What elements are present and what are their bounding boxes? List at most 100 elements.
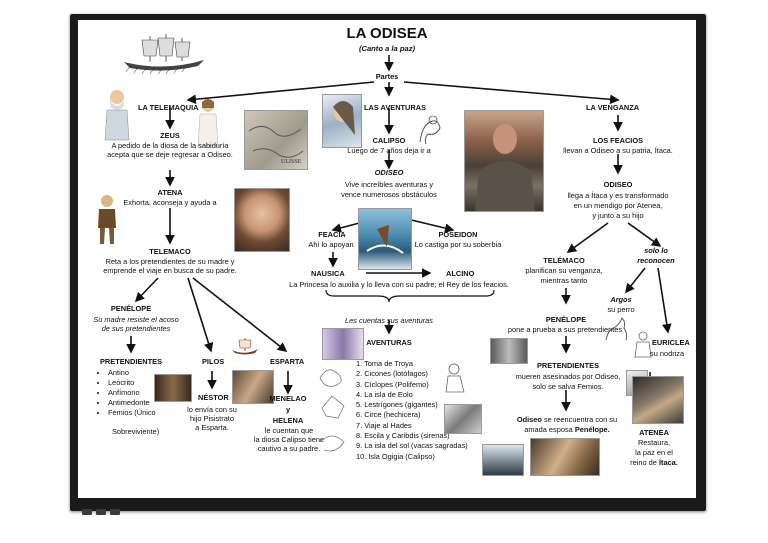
shipwreck-image (358, 208, 412, 270)
atenea-label: ATENEA (639, 428, 669, 437)
pretendientes-venganza-desc-1: mueren asesinados por Odiseo, (515, 372, 621, 381)
adventure-image-1 (322, 328, 364, 360)
telemaco-venganza-desc-1: planifican su venganza, (525, 266, 603, 275)
slide-nav-controls[interactable] (82, 502, 142, 515)
atena-portrait-image (234, 188, 290, 252)
atenea-image (632, 376, 684, 424)
su-perro-label: su perro (607, 305, 635, 314)
list-item: Antimedonte (108, 398, 156, 408)
atenea-desc-2: la paz en el (635, 448, 673, 457)
list-item: 2. Cicones (lotófagos) (356, 369, 428, 379)
atenea-desc-3: reino de Ítaca. (614, 458, 694, 467)
telemaco-desc-2: emprende el viaje en busca de su padre. (103, 266, 237, 275)
pretendientes-venganza-label: PRETENDIENTES (536, 361, 599, 370)
telemaco-venganza-label: TELÉMACO (543, 256, 585, 265)
odiseo-venganza-label: ODISEO (603, 180, 633, 189)
pretendientes-venganza-desc-2: solo se salva Femios. (532, 382, 604, 391)
slide: LA ODISEA (Canto a la paz) Partes LA TEL… (78, 20, 696, 498)
next-icon[interactable] (110, 509, 120, 515)
feacios-desc: llevan a Odiseo a su patria, Ítaca. (563, 146, 673, 155)
reencuentra-line-2: amada esposa Penélope. (502, 425, 632, 434)
euriclea-icon (634, 331, 652, 358)
list-item: 8. Escila y Caribdis (sirenas) (356, 431, 450, 441)
list-item: 6. Circe (hechicera) (356, 410, 421, 420)
nausica-label: NAUSICA (311, 269, 345, 278)
feacia-desc: Ahí lo apoyan (308, 240, 354, 249)
menu-icon[interactable] (96, 509, 106, 515)
pretendientes-list-cont: Sobreviviente) (112, 427, 160, 436)
penelope-odiseo-image (530, 438, 600, 476)
connector-lines (126, 55, 672, 412)
page-subtitle: (Canto a la paz) (358, 44, 416, 53)
atena-desc: Exhorta, aconseja y ayuda a (123, 198, 217, 207)
page-title: LA ODISEA (346, 25, 428, 42)
small-ship-icon (232, 338, 258, 355)
telemaco-venganza-desc-2: mientras tanto (540, 276, 588, 285)
ship-icon (124, 34, 204, 74)
penelope-label: PENÉLOPE (110, 304, 152, 313)
nestor-label: NÉSTOR (198, 393, 229, 402)
partes-label: Partes (375, 72, 399, 81)
zeus-desc-1: A pedido de la diosa de la sabiduría (111, 141, 229, 150)
reino-de-text: reino de (630, 458, 657, 467)
feacia-label: FEACIA (318, 230, 346, 239)
cuentos-label: Les cuentas sus aventuras (345, 316, 433, 325)
telemaquia-heading: LA TELEMAQUIA (138, 103, 199, 112)
calipso-label: CALIPSO (372, 136, 406, 145)
odysseus-image (464, 110, 544, 212)
atena-label: ATENA (157, 188, 183, 197)
esparta-label: ESPARTA (270, 357, 305, 366)
odiseo-label: ODISEO (374, 168, 404, 177)
venganza-heading: LA VENGANZA (586, 103, 640, 112)
reencuentra-text: se reencuentra con su (543, 415, 618, 424)
penelope-desc-1: Su madre resiste el acoso (93, 315, 179, 324)
menelao-y: y (285, 405, 291, 414)
list-item: 4. La isla de Eolo (356, 389, 413, 399)
su-nodriza-label: su nodriza (650, 349, 685, 358)
telemaco-desc-1: Reta a los pretendientes de su madre y (105, 257, 235, 266)
zeus-desc-2: acepta que se deje regresar a Odiseo. (107, 150, 233, 159)
adventure-sketch-icons (419, 115, 441, 145)
argos-label: Argos (610, 295, 632, 304)
odiseo-venganza-desc-3: y junto a su hijo (592, 211, 644, 220)
reencuentra-line-1: Odiseo se reencuentra con su (502, 415, 632, 424)
pilos-label: PILOS (202, 357, 225, 366)
list-item: 10. Isla Ogigia (Calipso) (356, 451, 435, 461)
sketch-icon-right-1 (445, 363, 465, 393)
nestor-desc-3: a Esparta. (195, 423, 229, 432)
poseidon-desc: Lo castiga por su soberbia (414, 240, 502, 249)
telemaco-label: TELEMACO (149, 247, 191, 256)
atenea-desc-1: Restaura, (637, 438, 671, 447)
pretendientes-image (154, 374, 192, 402)
aventuras-heading: LAS AVENTURAS (364, 103, 427, 112)
odiseo-venganza-desc-1: llega a Ítaca y es transformado (567, 191, 669, 200)
nausica-desc: La Princesa lo auxilia y lo lleva con su… (289, 280, 509, 289)
calipso-desc: Luego de 7 años deja ir a (347, 146, 431, 155)
list-item: Leócrito (108, 378, 156, 388)
list-item: 1. Toma de Troya (356, 359, 413, 368)
reconocen-label: reconocen (637, 256, 675, 265)
list-item: 3. Cíclopes (Polifemo) (356, 379, 429, 389)
adventure-image-3 (482, 444, 524, 476)
list-item: 9. La isla del sol (vacas sagradas) (356, 441, 468, 451)
telemaco-figure-icon (98, 195, 116, 244)
list-item: 5. Lestrígones (gigantes) (356, 400, 438, 410)
map-image: ULISSE (244, 110, 308, 170)
odiseo-desc-1: Vive increíbles aventuras y (344, 180, 434, 189)
adventure-image-2 (444, 404, 482, 434)
list-item: Femios (Único (108, 408, 156, 418)
menelao-helena-image (232, 370, 274, 404)
list-item: Antino (108, 368, 156, 378)
itaca-bold: Ítaca. (658, 458, 678, 467)
prev-icon[interactable] (82, 509, 92, 515)
odiseo-bold: Odiseo (516, 415, 542, 424)
argos-dog-icon (605, 317, 628, 341)
menelao-desc-1: le cuentan que (264, 426, 314, 435)
nestor-desc-2: hijo Pisistrato (190, 414, 234, 423)
aventuras-list: 1. Toma de Troya 2. Cicones (lotófagos) … (356, 359, 468, 462)
menelao-desc-2: la diosa Calipso tiene (253, 435, 325, 444)
menelao-label: MENELAO (269, 394, 307, 403)
list-item: 7. Viaje al Hades (356, 420, 412, 430)
list-item: Anfímono (108, 388, 156, 398)
menelao-desc-3: cautivo a su padre. (257, 444, 321, 453)
